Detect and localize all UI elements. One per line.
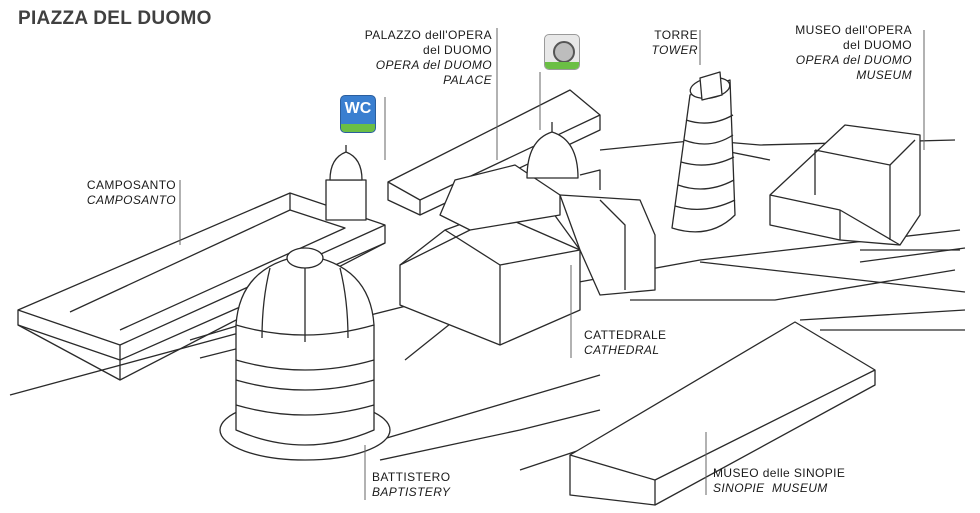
camera-icon-bar <box>545 62 579 69</box>
camera-lens <box>553 41 575 63</box>
label-torre-line1: TORRE <box>654 28 698 42</box>
label-camposanto[interactable]: CAMPOSANTO CAMPOSANTO <box>87 178 176 208</box>
label-battistero[interactable]: BATTISTERO BAPTISTERY <box>372 470 450 500</box>
label-cattedrale-line1: CATTEDRALE <box>584 328 667 342</box>
label-cattedrale[interactable]: CATTEDRALE CATHEDRAL <box>584 328 666 358</box>
baptistery-building <box>219 247 391 461</box>
label-palazzo-line2: del DUOMO <box>423 43 492 57</box>
label-museo-opera[interactable]: MUSEO dell'OPERA del DUOMO OPERA del DUO… <box>795 23 912 83</box>
camera-icon[interactable] <box>544 34 580 70</box>
sinopie-museum-building <box>569 321 876 506</box>
label-torre-line2: TOWER <box>651 43 698 57</box>
label-camposanto-line2: CAMPOSANTO <box>86 193 176 207</box>
label-battistero-line2: BAPTISTERY <box>372 485 451 499</box>
label-palazzo-line4: PALACE <box>443 73 492 87</box>
label-palazzo-opera[interactable]: PALAZZO dell'OPERA del DUOMO OPERA del D… <box>365 28 492 88</box>
museo-opera-building <box>769 124 921 246</box>
label-palazzo-line3: OPERA del DUOMO <box>375 58 492 72</box>
label-sinopie-line2: SINOPIE MUSEUM <box>713 481 828 495</box>
cathedral-building <box>399 122 656 346</box>
ground-path <box>189 324 601 461</box>
ground-path <box>630 269 966 331</box>
wc-icon-text: WC <box>344 100 372 117</box>
page-title: PIAZZA DEL DUOMO <box>18 8 212 29</box>
wc-icon[interactable]: WC <box>340 95 376 133</box>
leaning-tower-building <box>671 71 736 233</box>
label-torre[interactable]: TORRE TOWER <box>652 28 698 58</box>
label-sinopie[interactable]: MUSEO delle SINOPIE SINOPIE MUSEUM <box>713 466 845 496</box>
label-battistero-line1: BATTISTERO <box>372 470 451 484</box>
chapel-building <box>325 145 367 221</box>
label-museo-opera-line1: MUSEO dell'OPERA <box>795 23 912 37</box>
label-museo-opera-line2: del DUOMO <box>843 38 912 52</box>
label-sinopie-line1: MUSEO delle SINOPIE <box>713 466 846 480</box>
leader-lines <box>179 28 925 500</box>
label-museo-opera-line4: MUSEUM <box>856 68 912 82</box>
label-palazzo-line1: PALAZZO dell'OPERA <box>364 28 492 42</box>
label-camposanto-line1: CAMPOSANTO <box>86 178 176 192</box>
label-cattedrale-line2: CATHEDRAL <box>584 343 660 357</box>
label-museo-opera-line3: OPERA del DUOMO <box>795 53 912 67</box>
wc-icon-bar <box>341 124 375 132</box>
